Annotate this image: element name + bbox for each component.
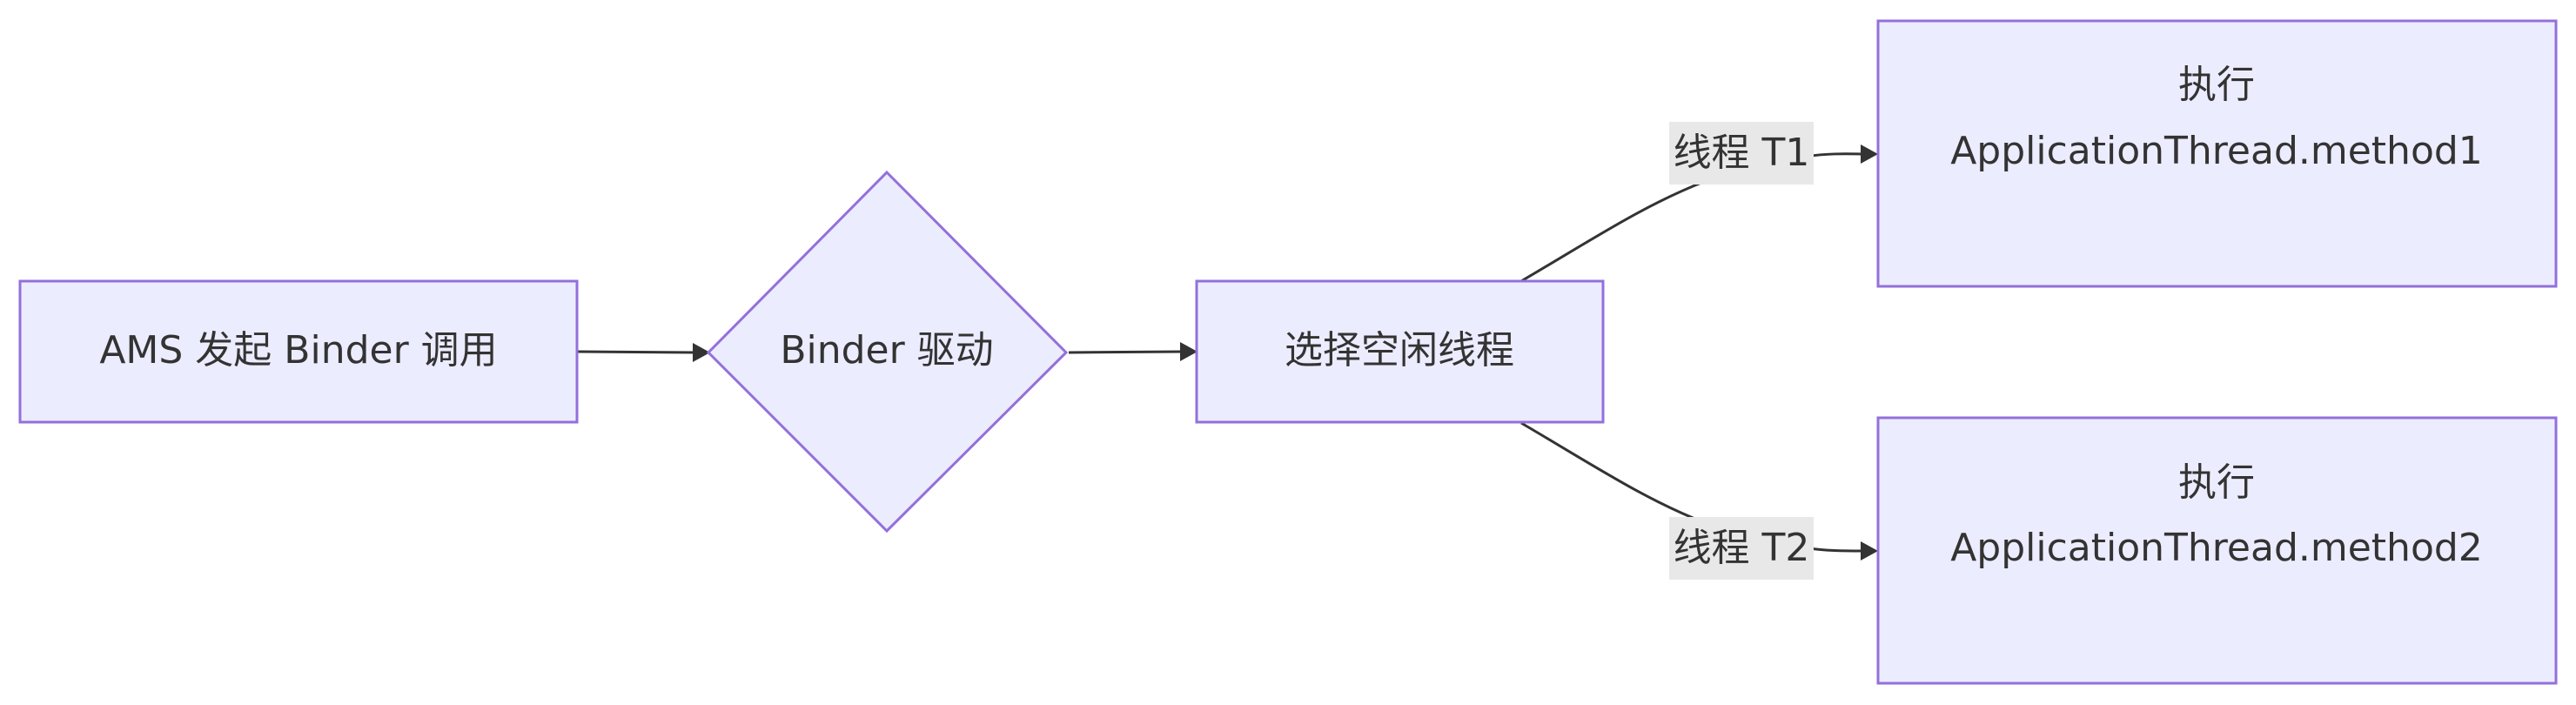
node-exec1-line1: 执行	[2178, 63, 2255, 107]
edge-label-t2-bg	[1669, 517, 1814, 580]
node-exec2: 执行 ApplicationThread.method2	[1876, 416, 2558, 685]
node-binder: Binder 驱动	[706, 170, 1069, 534]
node-exec2-line2: ApplicationThread.method2	[1950, 526, 2483, 570]
edge-label-t1-text: 线程 T1	[1674, 131, 1810, 175]
node-ams-label: AMS 发起 Binder 调用	[99, 328, 497, 373]
node-exec2-box	[1876, 416, 2558, 685]
edge-select-to-exec2-arrow	[1861, 541, 1878, 561]
node-select-label: 选择空闲线程	[1285, 328, 1514, 373]
node-exec1: 执行 ApplicationThread.method1	[1876, 19, 2558, 288]
edge-binder-to-select-arrow	[1180, 342, 1197, 361]
node-ams-box	[18, 279, 579, 424]
node-select-box	[1195, 279, 1605, 424]
node-binder-label: Binder 驱动	[780, 328, 993, 373]
edge-label-t1: 线程 T1	[1669, 122, 1814, 185]
node-ams: AMS 发起 Binder 调用	[18, 279, 579, 424]
edge-label-t2-text: 线程 T2	[1674, 526, 1810, 570]
edge-label-t2: 线程 T2	[1669, 517, 1814, 580]
edge-select-to-exec1-arrow	[1861, 144, 1878, 164]
node-select: 选择空闲线程	[1195, 279, 1605, 424]
node-exec1-box	[1876, 19, 2558, 288]
node-exec2-line1: 执行	[2178, 460, 2255, 505]
edge-ams-to-binder-arrow	[693, 343, 710, 362]
node-exec1-line2: ApplicationThread.method1	[1950, 129, 2483, 173]
node-binder-diamond	[706, 170, 1069, 534]
edge-label-t1-bg	[1669, 122, 1814, 185]
